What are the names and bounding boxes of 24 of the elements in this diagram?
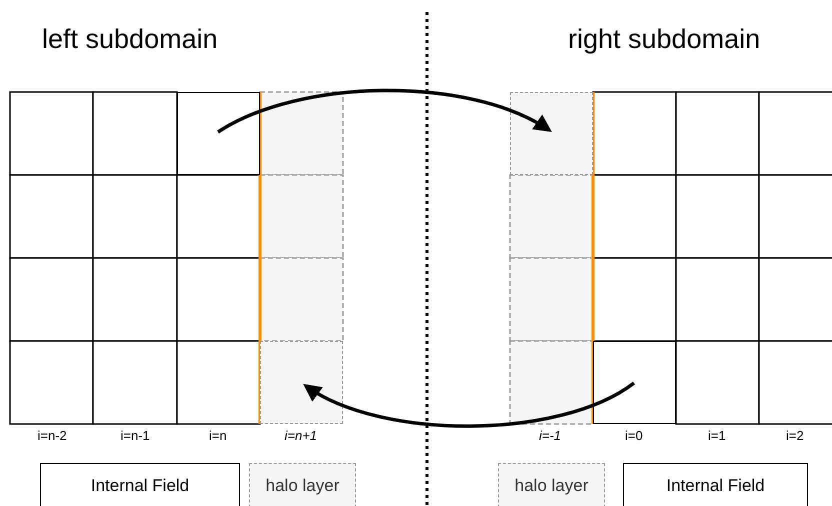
node-label: halo layer [266,476,340,496]
node-label: halo layer [514,476,588,496]
subdomain-title: left subdomain [42,24,218,55]
column-index-label: i=n-2 [38,428,67,443]
column-index-label: i=0 [625,428,643,443]
node-label: Internal Field [666,476,765,496]
legend-box [40,463,240,506]
legend-box [623,463,808,506]
node-label: Internal Field [90,476,190,496]
curved-arrow [302,382,635,428]
column-index-label: i=n+1 [284,428,318,443]
grid-cell [177,92,260,175]
subdomain-title: right subdomain [568,24,760,55]
halo-cell [260,341,343,424]
column-index-label: i=-1 [539,428,562,443]
legend-box [498,463,605,506]
grid-cell [593,341,676,424]
curved-arrow [217,88,552,134]
column-index-label: i=n-1 [120,428,150,443]
column-index-label: i=n [209,428,227,443]
halo-cell [510,92,593,175]
column-index-label: i=1 [708,428,726,443]
column-index-label: i=2 [786,428,804,443]
legend-box [249,463,356,506]
